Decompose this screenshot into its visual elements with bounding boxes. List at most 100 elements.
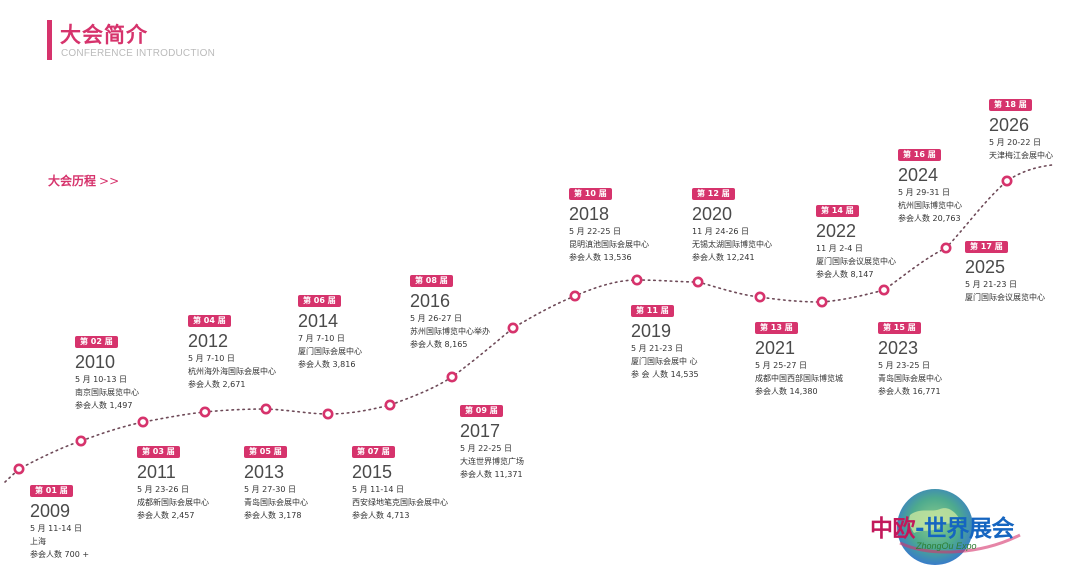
edition-badge: 第 18 届: [989, 99, 1032, 111]
timeline-marker: [75, 435, 87, 447]
event-venue: 成都中国西部国际博览城: [755, 374, 843, 383]
event-attendance: 参会人数 2,671: [188, 380, 246, 389]
edition-badge: 第 13 届: [755, 322, 798, 334]
event-date: 11 月 2-4 日: [816, 244, 863, 253]
event-attendance: 参会人数 4,713: [352, 511, 410, 520]
event-year: 2011: [137, 462, 176, 482]
timeline-marker: [322, 408, 334, 420]
edition-badge: 第 09 届: [460, 405, 503, 417]
event-attendance: 参会人数 20,763: [898, 214, 961, 223]
event-date: 5 月 25-27 日: [755, 361, 807, 370]
event-year: 2026: [989, 115, 1030, 135]
event-attendance: 参会人数 8,165: [410, 340, 468, 349]
event-year: 2009: [30, 501, 71, 521]
event-venue: 厦门国际会展中 心: [631, 357, 698, 366]
section-label: 大会历程>>: [48, 172, 119, 189]
event-date: 5 月 23-26 日: [137, 485, 189, 494]
event-year: 2015: [352, 462, 393, 482]
globe-icon: [897, 489, 1021, 565]
event-year: 2014: [298, 311, 339, 331]
logo-wordmark: 中欧-世界展会: [870, 509, 1015, 543]
event-attendance: 参会人数 11,371: [460, 470, 523, 479]
event-2010: 第 02 届 2010 5 月 10-13 日 南京国际展览中心 参会人数 1,…: [75, 329, 139, 412]
edition-badge: 第 10 届: [569, 188, 612, 200]
edition-badge: 第 06 届: [298, 295, 341, 307]
edition-badge: 第 04 届: [188, 315, 231, 327]
event-attendance: 参会人数 3,178: [244, 511, 302, 520]
timeline-marker: [940, 242, 952, 254]
accent-bar: [47, 20, 52, 60]
event-venue: 苏州国际博览中心举办: [410, 327, 490, 336]
event-year: 2017: [460, 421, 501, 441]
event-year: 2019: [631, 321, 672, 341]
event-year: 2010: [75, 352, 116, 372]
edition-badge: 第 08 届: [410, 275, 453, 287]
event-attendance: 参会人数 700 +: [30, 550, 90, 559]
event-2009: 第 01 届 2009 5 月 11-14 日 上海 参会人数 700 +: [30, 478, 89, 561]
timeline-marker: [569, 290, 581, 302]
logo-part1: 中欧: [870, 516, 916, 542]
event-year: 2021: [755, 338, 796, 358]
event-date: 11 月 24-26 日: [692, 227, 750, 236]
double-chevron-icon: >>: [99, 174, 120, 188]
event-venue: 厦门国际会展中心: [298, 347, 362, 356]
event-attendance: 参会人数 8,147: [816, 270, 874, 279]
event-venue: 西安绿地笔克国际会展中心: [352, 498, 448, 507]
edition-badge: 第 07 届: [352, 446, 395, 458]
edition-badge: 第 05 届: [244, 446, 287, 458]
event-attendance: 参会人数 12,241: [692, 253, 755, 262]
section-label-text: 大会历程: [48, 174, 97, 188]
timeline-marker: [384, 399, 396, 411]
timeline-marker: [631, 274, 643, 286]
edition-badge: 第 17 届: [965, 241, 1008, 253]
event-year: 2018: [569, 204, 610, 224]
event-attendance: 参会人数 1,497: [75, 401, 133, 410]
event-venue: 成都新国际会展中心: [137, 498, 209, 507]
event-venue: 青岛国际会展中心: [878, 374, 942, 383]
event-year: 2012: [188, 331, 229, 351]
event-date: 7 月 7-10 日: [298, 334, 345, 343]
event-attendance: 参会人数 3,816: [298, 360, 356, 369]
timeline-marker: [816, 296, 828, 308]
timeline-marker: [137, 416, 149, 428]
event-2025: 第 17 届 2025 5 月 21-23 日 厦门国际会议展览中心: [965, 234, 1045, 304]
event-year: 2023: [878, 338, 919, 358]
event-date: 5 月 27-30 日: [244, 485, 296, 494]
timeline-marker: [692, 276, 704, 288]
expo-logo: 中欧-世界展会 ZhongOu Expo: [870, 485, 1070, 575]
event-venue: 青岛国际会展中心: [244, 498, 308, 507]
event-venue: 昆明滇池国际会展中心: [569, 240, 649, 249]
timeline-marker: [260, 403, 272, 415]
page-title: 大会简介: [60, 23, 148, 47]
event-2020: 第 12 届 2020 11 月 24-26 日 无锡太湖国际博览中心 参会人数…: [692, 181, 772, 264]
logo-subtitle: ZhongOu Expo: [916, 541, 977, 551]
event-attendance: 参 会 人数 14,535: [631, 370, 699, 379]
event-year: 2016: [410, 291, 451, 311]
edition-badge: 第 11 届: [631, 305, 674, 317]
event-2016: 第 08 届 2016 5 月 26-27 日 苏州国际博览中心举办 参会人数 …: [410, 268, 490, 351]
event-2023: 第 15 届 2023 5 月 23-25 日 青岛国际会展中心 参会人数 16…: [878, 315, 942, 398]
event-date: 5 月 22-25 日: [569, 227, 621, 236]
edition-badge: 第 02 届: [75, 336, 118, 348]
event-date: 5 月 21-23 日: [965, 280, 1017, 289]
event-2021: 第 13 届 2021 5 月 25-27 日 成都中国西部国际博览城 参会人数…: [755, 315, 843, 398]
timeline-marker: [13, 463, 25, 475]
event-date: 5 月 26-27 日: [410, 314, 462, 323]
event-2026: 第 18 届 2026 5 月 20-22 日 天津梅江会展中心: [989, 92, 1053, 162]
event-venue: 天津梅江会展中心: [989, 151, 1053, 160]
event-2012: 第 04 届 2012 5 月 7-10 日 杭州海外海国际会展中心 参会人数 …: [188, 308, 276, 391]
event-venue: 南京国际展览中心: [75, 388, 139, 397]
event-2018: 第 10 届 2018 5 月 22-25 日 昆明滇池国际会展中心 参会人数 …: [569, 181, 649, 264]
event-date: 5 月 23-25 日: [878, 361, 930, 370]
event-2019: 第 11 届 2019 5 月 21-23 日 厦门国际会展中 心 参 会 人数…: [631, 298, 699, 381]
event-date: 5 月 11-14 日: [30, 524, 82, 533]
timeline-marker: [446, 371, 458, 383]
event-date: 5 月 20-22 日: [989, 138, 1041, 147]
event-date: 5 月 21-23 日: [631, 344, 683, 353]
event-venue: 厦门国际会议展览中心: [816, 257, 896, 266]
timeline-path: [4, 164, 1053, 483]
edition-badge: 第 01 届: [30, 485, 73, 497]
event-2024: 第 16 届 2024 5 月 29-31 日 杭州国际博览中心 参会人数 20…: [898, 142, 962, 225]
event-year: 2025: [965, 257, 1006, 277]
